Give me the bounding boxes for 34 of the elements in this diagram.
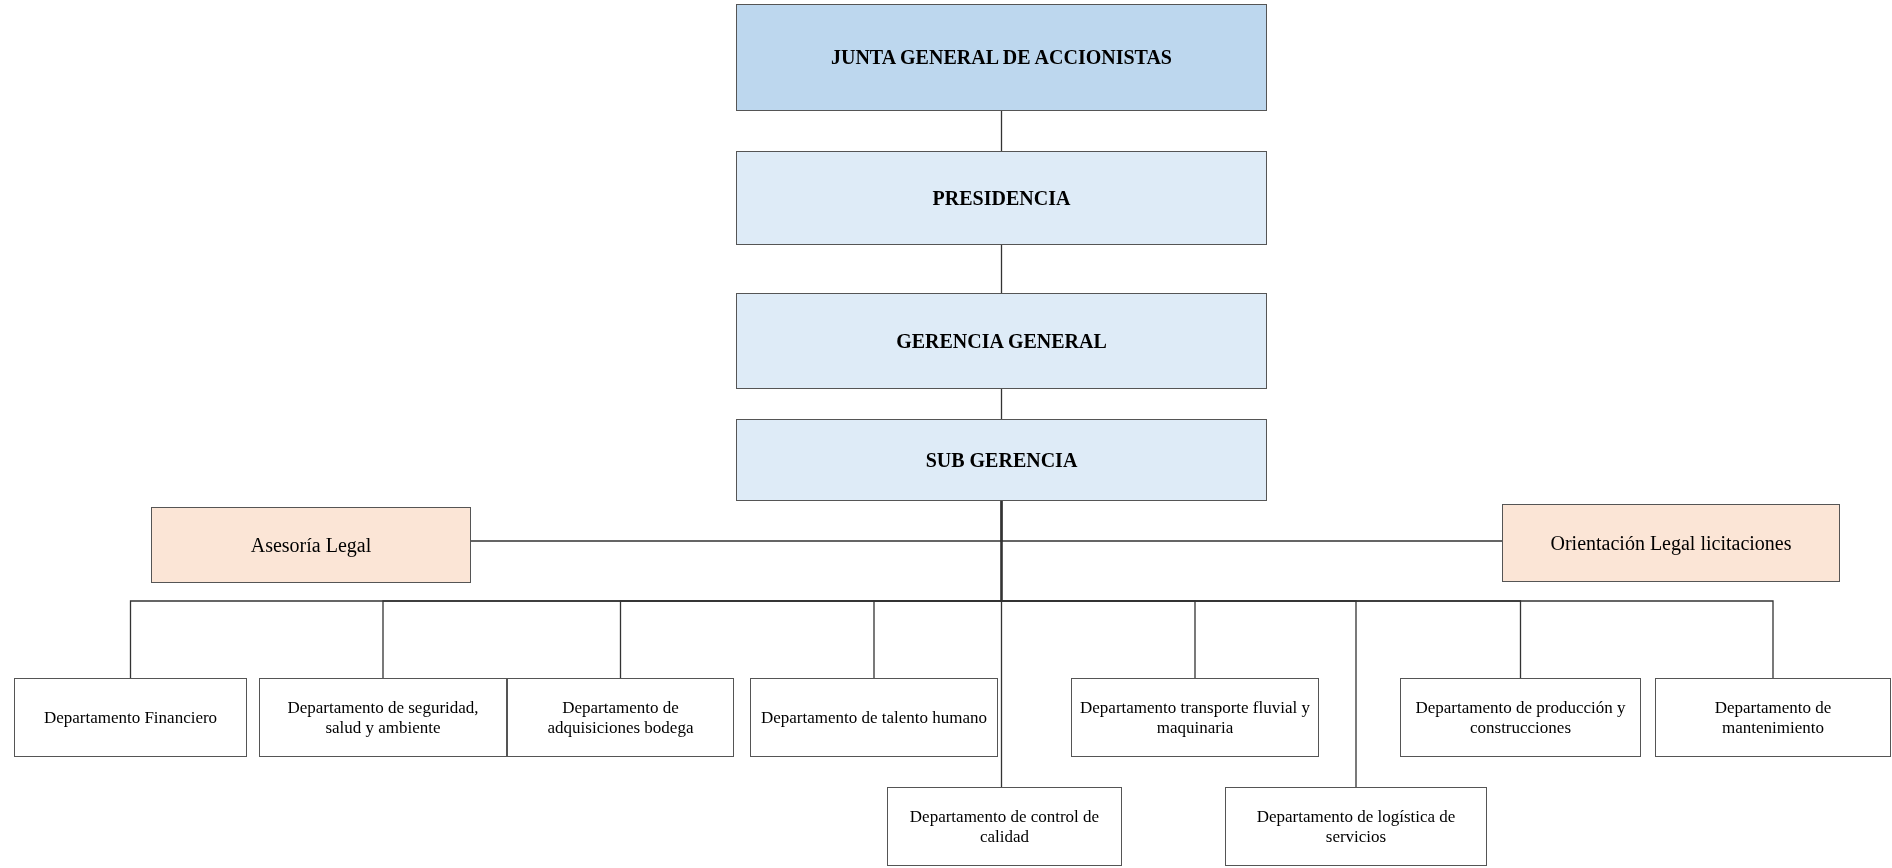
box-label: Departamento de seguridad, salud y ambiente [286,696,480,739]
box-label: Asesoría Legal [249,532,373,559]
org-box [736,419,1267,501]
org-box [507,678,734,757]
box-label: Orientación Legal licitaciones [1549,530,1793,557]
org-box [1502,504,1840,582]
box-label: JUNTA GENERAL DE ACCIONISTAS [830,45,1173,70]
connector-line [1000,500,1774,679]
box-label: PRESIDENCIA [931,185,1072,211]
org-box [151,507,471,583]
org-box [1071,678,1319,757]
org-box [736,293,1267,389]
box-label: Departamento de control de calidad [908,805,1101,848]
org-box [259,678,507,757]
org-box [14,678,247,757]
connector-line [1000,388,1003,420]
org-box [1400,678,1641,757]
box-label: Departamento Financiero [42,706,219,729]
box-label: Departamento de logística de servicios [1255,805,1457,848]
org-box [887,787,1122,866]
org-box [1655,678,1891,757]
org-box [736,4,1267,111]
org-box [736,151,1267,245]
connector-line [1000,244,1003,294]
box-label: Departamento transporte fluvial y maquinaria [1079,696,1311,739]
box-label: Departamento de producción y construcciones [1414,696,1627,739]
box-label: SUB GERENCIA [924,447,1079,473]
box-label: GERENCIA GENERAL [895,328,1108,354]
connector-line [1000,110,1003,152]
box-label: Departamento de talento humano [759,706,989,729]
box-label: Departamento de mantenimiento [1713,696,1833,739]
box-label: Departamento de adquisiciones bodega [546,696,695,739]
org-box [1225,787,1487,866]
org-box [750,678,998,757]
